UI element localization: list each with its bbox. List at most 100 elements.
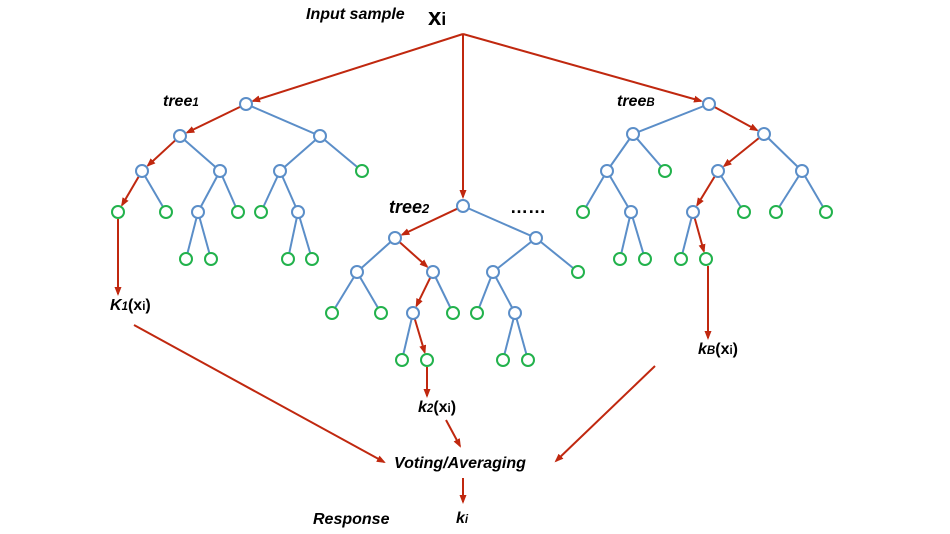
tree-b-edge <box>801 170 827 213</box>
tree-1-internal-node <box>213 164 227 178</box>
tree-2-internal-node <box>508 306 522 320</box>
tree-1-internal-node <box>313 129 327 143</box>
tree-1-edge <box>219 170 239 213</box>
tree-1-leaf-node <box>305 252 319 266</box>
tree-1-label: tree1 <box>163 93 199 110</box>
tree-b-edge <box>775 170 803 213</box>
tree-b-leaf-node <box>674 252 688 266</box>
input-to-tree-1-arrow <box>251 33 464 103</box>
tree-b-internal-node <box>711 164 725 178</box>
tree-1-edge <box>179 135 221 172</box>
tree-2-leaf-node <box>395 353 409 367</box>
tree-b-edge <box>606 170 632 213</box>
tree-1-internal-node <box>239 97 253 111</box>
tree-1-edge <box>260 170 281 213</box>
tree-b-leaf-node <box>699 252 713 266</box>
tree-2-leaf-node <box>496 353 510 367</box>
tree-b-edge <box>582 170 608 213</box>
tree-1-path-arrow <box>121 175 140 207</box>
tree-1-internal-node <box>191 205 205 219</box>
tree-1-edge <box>197 211 212 260</box>
tree-2-internal-node <box>529 231 543 245</box>
tree-b-leaf-node <box>769 205 783 219</box>
tree-2-leaf-node <box>446 306 460 320</box>
input-to-tree-b-arrow <box>462 33 703 103</box>
tree-2-leaf-node <box>521 353 535 367</box>
tree-1-edge <box>245 103 321 137</box>
tree-2-internal-node <box>486 265 500 279</box>
tree-2-internal-node <box>426 265 440 279</box>
tree-b-leaf-node <box>613 252 627 266</box>
tree-1-leaf-node <box>355 164 369 178</box>
tree-1-leaf-node <box>254 205 268 219</box>
tree-2-edge <box>492 237 537 273</box>
response-variable: ki <box>456 510 469 527</box>
tree-b-leaf-node <box>737 205 751 219</box>
tree-b-internal-node <box>702 97 716 111</box>
combiner-label: Voting/Averaging <box>394 455 526 472</box>
tree-2-edge <box>356 271 382 314</box>
output-tree-1: K1(xi) <box>110 297 151 314</box>
tree-b-edge <box>680 211 694 260</box>
tree-1-internal-node <box>173 129 187 143</box>
tree-1-leaf-node <box>159 205 173 219</box>
tree-2-leaf-node <box>325 306 339 320</box>
tree-2-path-arrow <box>398 241 429 268</box>
tree-1-path-arrow <box>146 139 177 167</box>
tree-2-label: tree2 <box>389 197 430 217</box>
tree-1-edge <box>287 211 299 260</box>
tree-b-path-arrow <box>696 175 716 207</box>
tree-b-internal-node <box>600 164 614 178</box>
tree-b-edge <box>632 133 666 172</box>
tree-b-internal-node <box>757 127 771 141</box>
tree-1-leaf-node <box>231 205 245 219</box>
tree-b-leaf-node <box>819 205 833 219</box>
tree-2-edge <box>502 312 516 361</box>
tree-2-leaf-node <box>420 353 434 367</box>
tree-2-internal-node <box>406 306 420 320</box>
tree-b-edge <box>619 211 632 260</box>
tree-2-path-arrow <box>400 207 458 236</box>
tree-b-leaf-node <box>658 164 672 178</box>
tree-b-internal-node <box>795 164 809 178</box>
tree-b-label: treeB <box>617 93 655 110</box>
response-caption: Response <box>313 511 390 528</box>
tree-1-path-arrow <box>185 105 242 134</box>
tree-1-edge <box>297 211 313 260</box>
tree-1-internal-node <box>135 164 149 178</box>
tree-2-edge <box>476 271 494 314</box>
tree-2-path-arrow <box>415 276 432 308</box>
tree-b-path-arrow <box>693 217 706 254</box>
tree-b-internal-node <box>626 127 640 141</box>
tree-b-internal-node <box>624 205 638 219</box>
tree-1-leaf-node <box>204 252 218 266</box>
tree-edges <box>141 103 827 361</box>
tree-1-edge <box>279 135 321 172</box>
tree-1-internal-node <box>291 205 305 219</box>
tree-1-leaf-node <box>179 252 193 266</box>
output-tree-b: kB(xi) <box>698 341 738 358</box>
tree-b-leaf-node <box>576 205 590 219</box>
tree-b-leaf-node <box>638 252 652 266</box>
tree-1-edge <box>185 211 199 260</box>
tree-1-leaf-node <box>111 205 125 219</box>
tree-1-leaf-node <box>281 252 295 266</box>
tree-b-path-arrow <box>722 136 760 168</box>
tree-b-path-arrow <box>713 105 759 132</box>
tree-2-edge <box>432 271 454 314</box>
tree-1-edge <box>197 170 221 213</box>
tree-2-leaf-node <box>571 265 585 279</box>
tree-2-edge <box>492 271 516 314</box>
tree-2-internal-node <box>350 265 364 279</box>
tree-nodes <box>111 97 833 367</box>
output-2-to-combiner-arrow <box>445 419 461 448</box>
tree-2-edge <box>462 205 537 239</box>
tree-1-edge <box>279 170 299 213</box>
input-sample-variable: xi <box>428 4 447 31</box>
decision-path-arrows <box>114 33 760 504</box>
tree-2-internal-node <box>456 199 470 213</box>
tree-2-path-arrow <box>413 318 427 355</box>
tree-2-edge <box>356 237 396 273</box>
tree-1-edge <box>141 170 167 213</box>
